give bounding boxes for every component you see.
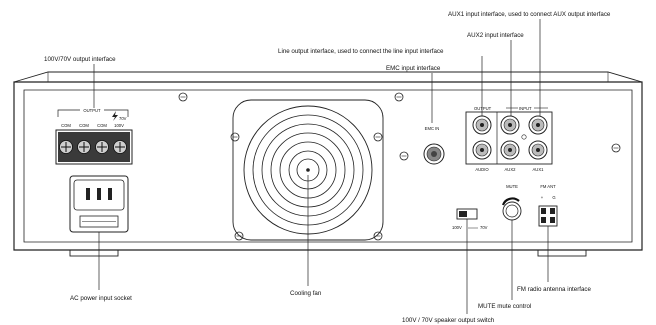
screw-icon bbox=[611, 143, 621, 153]
mute-knob: MUTE bbox=[501, 184, 522, 221]
callout-leaders bbox=[93, 19, 549, 314]
fm-ant-label: FM ANT bbox=[540, 184, 556, 189]
rca-output-label: OUTPUT bbox=[474, 106, 492, 111]
rca-jack-block: OUTPUT INPUT AUDIO AUX2 AUX1 bbox=[465, 106, 553, 172]
terminal-label-com: COM bbox=[97, 123, 107, 128]
terminal-label-70v: 70V bbox=[119, 116, 127, 121]
callout-cooling-fan: Cooling fan bbox=[290, 290, 322, 297]
rca-jack-aux1-top bbox=[528, 115, 548, 135]
lightning-icon bbox=[112, 111, 118, 121]
terminal-label-100v: 100V bbox=[114, 123, 124, 128]
emc-input-jack: EMC IN bbox=[423, 126, 445, 165]
callout-fm-antenna: FM radio antenna interface bbox=[517, 286, 592, 293]
terminal-label-com: COM bbox=[61, 123, 71, 128]
screw-icon bbox=[178, 92, 188, 102]
rca-jack-aux1 bbox=[528, 140, 548, 160]
terminal-screw bbox=[77, 140, 91, 154]
callout-100v-70v-output: 100V/70V output interface bbox=[44, 56, 116, 63]
screw-icon bbox=[230, 132, 240, 142]
rca-aux1-label: AUX1 bbox=[533, 167, 545, 172]
callout-texts: AUX1 input interface, used to connect AU… bbox=[44, 11, 611, 324]
emc-in-label: EMC IN bbox=[425, 126, 440, 131]
speaker-voltage-switch: 100V 70V bbox=[452, 208, 488, 230]
callout-ac-power-input: AC power input socket bbox=[70, 295, 132, 302]
switch-label-100v: 100V bbox=[452, 225, 462, 230]
rca-jack-aux2 bbox=[500, 140, 520, 160]
rca-aux2-label: AUX2 bbox=[505, 167, 517, 172]
rca-jack-audio bbox=[472, 140, 492, 160]
terminal-screw bbox=[113, 140, 127, 154]
chassis bbox=[13, 71, 643, 257]
speaker-output-terminal-block: OUTPUT 70V COM COM COM 100V bbox=[55, 108, 133, 165]
callout-aux2: AUX2 input interface bbox=[467, 32, 524, 39]
callout-mute-control: MUTE mute control bbox=[478, 303, 531, 310]
mute-panel-label: MUTE bbox=[506, 184, 518, 189]
terminal-label-com: COM bbox=[79, 123, 89, 128]
terminal-screw bbox=[59, 140, 73, 154]
rca-jack-aux2-top bbox=[500, 115, 520, 135]
fm-antenna-terminal: FM ANT + G bbox=[538, 184, 558, 227]
output-block-label: OUTPUT bbox=[83, 108, 101, 113]
fm-plus-label: + bbox=[541, 195, 544, 200]
fm-ground-label: G bbox=[552, 195, 555, 200]
callout-emc-input: EMC input interface bbox=[386, 65, 441, 72]
callout-line-output: Line output interface, used to connect t… bbox=[278, 48, 444, 55]
screw-icon bbox=[394, 92, 404, 102]
switch-label-70v: 70V bbox=[480, 225, 488, 230]
screw-icon bbox=[399, 151, 409, 161]
callout-aux1: AUX1 input interface, used to connect AU… bbox=[448, 11, 611, 18]
rca-input-label: INPUT bbox=[519, 106, 532, 111]
terminal-screw bbox=[95, 140, 109, 154]
screw-icon bbox=[373, 231, 383, 241]
ac-power-socket bbox=[69, 175, 129, 233]
screw-icon bbox=[373, 132, 383, 142]
rca-audio-label: AUDIO bbox=[475, 167, 489, 172]
rca-jack-output-top bbox=[472, 115, 492, 135]
callout-speaker-switch: 100V / 70V speaker output switch bbox=[402, 317, 495, 324]
